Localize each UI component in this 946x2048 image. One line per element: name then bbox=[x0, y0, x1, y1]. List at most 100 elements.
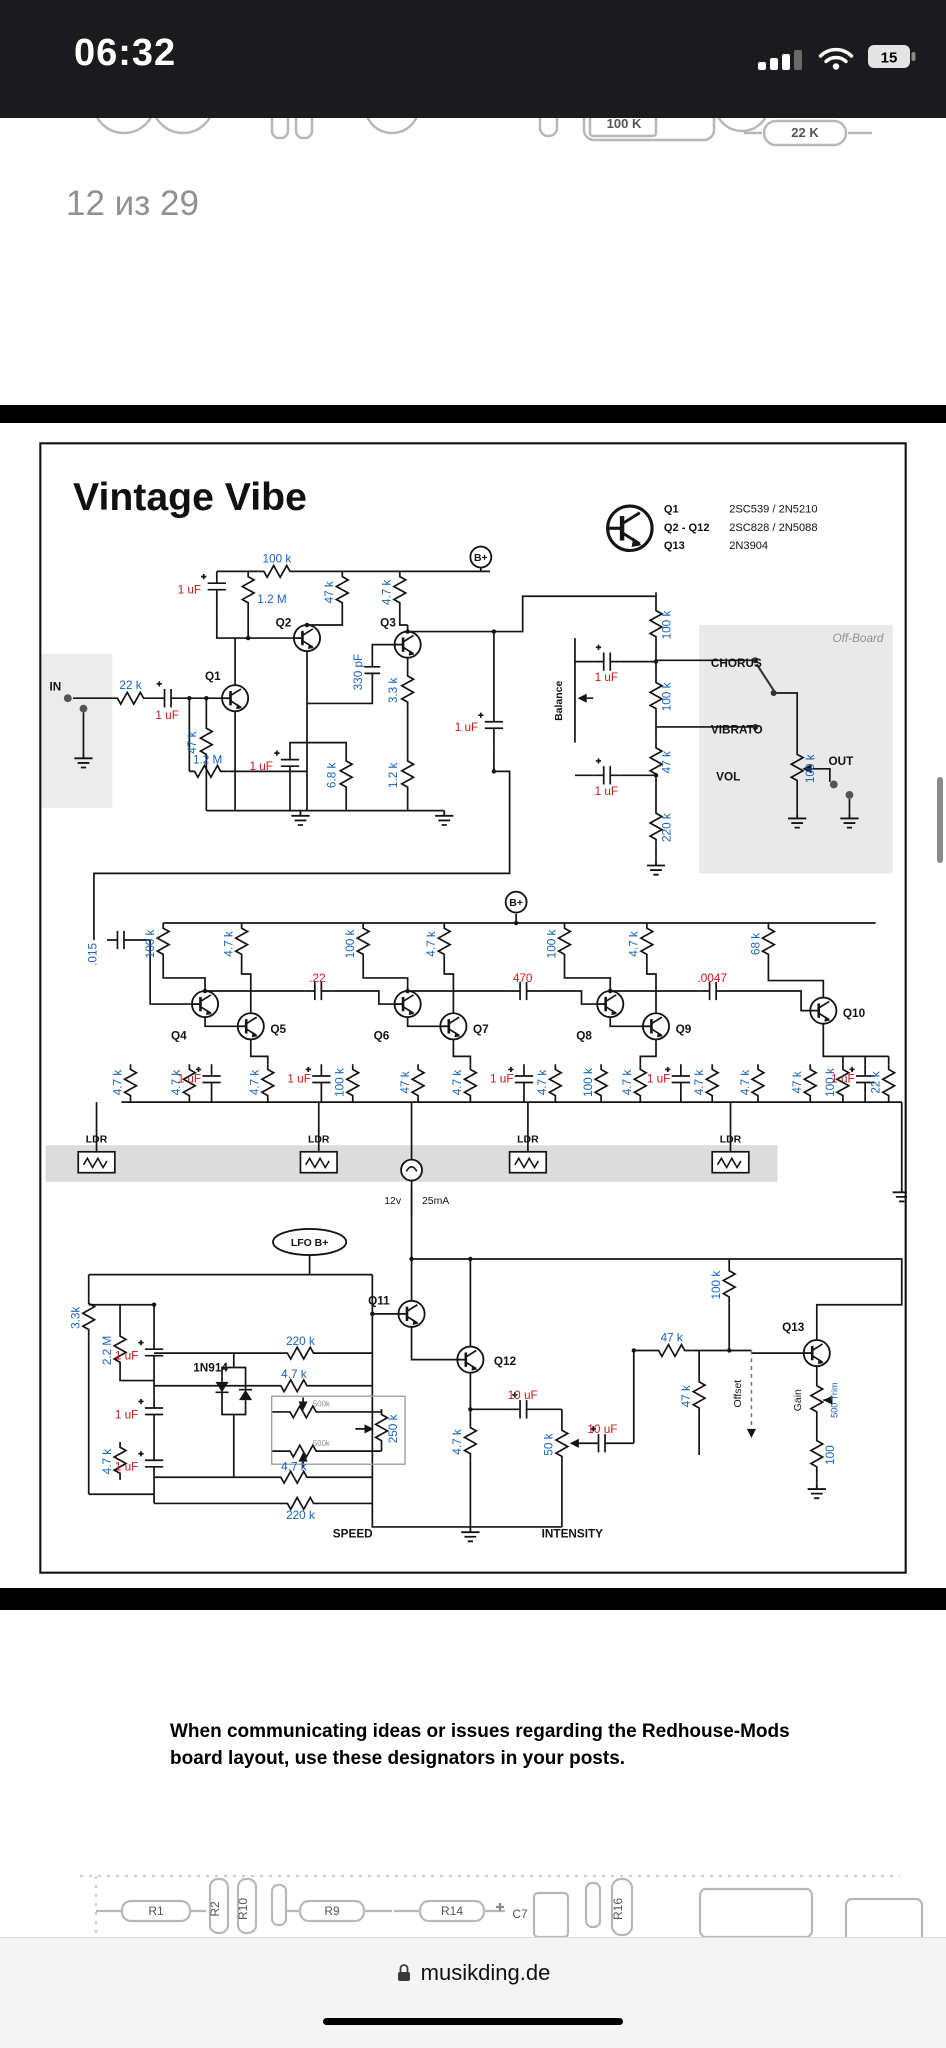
schematic-label: LDR bbox=[517, 1135, 539, 1146]
schematic-label: 330 pF bbox=[352, 654, 365, 691]
schematic-label: 22 k bbox=[119, 679, 141, 692]
pdf-page-next: When communicating ideas or issues regar… bbox=[0, 1610, 946, 1937]
home-indicator[interactable] bbox=[323, 2018, 623, 2025]
schematic-label: 4.7 k bbox=[536, 1070, 549, 1096]
schematic-label: 500k bbox=[313, 1439, 330, 1448]
schematic-label: 3.3 k bbox=[387, 678, 400, 704]
transistor-icon bbox=[608, 506, 652, 550]
address-bar[interactable]: musikding.de bbox=[0, 1960, 946, 1986]
b-plus-node bbox=[504, 890, 528, 914]
svg-text:2SC539 / 2N5210: 2SC539 / 2N5210 bbox=[729, 504, 817, 516]
schematic-label: VOL bbox=[716, 771, 740, 784]
schematic-label: 4.7 k bbox=[281, 1461, 307, 1474]
schematic-label: 1 uF bbox=[595, 785, 619, 798]
schematic-label: 4.7 k bbox=[425, 931, 438, 957]
schematic-label: LDR bbox=[308, 1135, 330, 1146]
schematic-label: 100 k bbox=[582, 1068, 595, 1097]
wifi-icon bbox=[818, 47, 854, 70]
schematic-label: Q8 bbox=[576, 1029, 592, 1042]
schematic-label: R14 bbox=[441, 1904, 463, 1918]
schematic-label: INTENSITY bbox=[542, 1527, 604, 1540]
cellular-signal-icon bbox=[758, 50, 802, 70]
schematic-label: 4.7 k bbox=[451, 1070, 464, 1096]
schematic-label: 1N914 bbox=[193, 1361, 228, 1374]
lock-icon bbox=[397, 1964, 410, 1981]
schematic-label: B+ bbox=[509, 898, 523, 909]
board-layout-outlines bbox=[80, 1874, 924, 1937]
schematic-label: Q7 bbox=[473, 1023, 489, 1036]
ldr-icon bbox=[77, 1150, 116, 1174]
note-line-2: board layout, use these designators in y… bbox=[170, 1748, 626, 1769]
switch-lever bbox=[755, 663, 775, 691]
schematic-label: 10 uF bbox=[508, 1389, 538, 1402]
schematic-label: 10 uF bbox=[587, 1423, 617, 1436]
schematic-label: R9 bbox=[324, 1904, 340, 1918]
schematic-label: Q10 bbox=[843, 1007, 866, 1020]
ldr-icon bbox=[299, 1150, 338, 1174]
browser-bottom-bar: musikding.de bbox=[0, 1937, 946, 2048]
page-indicator: 12 из 29 bbox=[66, 184, 199, 223]
schematic-label: 4.7 k bbox=[170, 1070, 183, 1096]
schematic-label: CHORUS bbox=[711, 657, 762, 670]
schematic-label: 500 Trim bbox=[830, 1382, 840, 1418]
schematic-label: R2 bbox=[208, 1901, 222, 1917]
b-plus-node bbox=[469, 545, 493, 569]
schematic-label: SPEED bbox=[333, 1527, 373, 1540]
schematic-label: Q1 bbox=[205, 670, 221, 683]
schematic-label: 100 k bbox=[660, 682, 673, 711]
schematic-label: 1.2 M bbox=[257, 593, 286, 606]
schematic-label: 1 uF bbox=[115, 1408, 139, 1421]
pdf-page-previous: 100 K 22 K 12 из 29 bbox=[0, 118, 946, 405]
schematic-label: Off-Board bbox=[833, 632, 884, 645]
speed-pot-box bbox=[271, 1395, 406, 1465]
schematic-label: R10 bbox=[236, 1898, 250, 1920]
schematic-label: 1 uF bbox=[287, 1073, 311, 1086]
schematic-label: 22 k bbox=[870, 1071, 883, 1093]
battery-percent: 15 bbox=[881, 50, 898, 67]
schematic-label: 100 k bbox=[804, 754, 817, 783]
battery-indicator: 15 bbox=[868, 45, 916, 68]
offboard-panel bbox=[699, 625, 893, 874]
schematic-label: OUT bbox=[829, 755, 855, 768]
status-bar: 06:32 15 bbox=[0, 0, 946, 118]
schematic-label: IN bbox=[49, 680, 61, 693]
schematic-label: R1 bbox=[148, 1904, 164, 1918]
board-note: When communicating ideas or issues regar… bbox=[170, 1718, 810, 1772]
schematic-label: 47 k bbox=[680, 1385, 693, 1407]
schematic-label: 47 k bbox=[399, 1071, 412, 1093]
schematic-label: 3.3k bbox=[70, 1307, 83, 1329]
schematic-label: Q13 bbox=[782, 1321, 805, 1334]
schematic-label: 220 k bbox=[660, 813, 673, 842]
schematic-label: 47 k bbox=[661, 1331, 683, 1344]
schematic-label: 12v bbox=[384, 1196, 402, 1207]
schematic-label: Q6 bbox=[374, 1029, 390, 1042]
component-layer bbox=[63, 545, 912, 1543]
ldr-icon bbox=[711, 1150, 750, 1174]
scrollbar-thumb[interactable] bbox=[937, 777, 943, 863]
pot-wiper-arrows bbox=[298, 693, 833, 1462]
schematic-label: .015 bbox=[87, 943, 100, 966]
schematic-svg: Vintage Vibe Q1 2SC539 / 2N5210 Q2 - Q12… bbox=[39, 442, 912, 1574]
wire-layer bbox=[73, 567, 903, 1528]
schematic-label: 68 k bbox=[749, 933, 762, 955]
schematic-label: Q3 bbox=[380, 616, 396, 629]
schematic-label: 4.7 k bbox=[451, 1429, 464, 1455]
schematic-label: Q2 bbox=[276, 616, 292, 629]
pdf-page-current: Vintage Vibe Q1 2SC539 / 2N5210 Q2 - Q12… bbox=[0, 423, 946, 1588]
schematic-label: 22 K bbox=[791, 125, 819, 140]
schematic-label: Balance bbox=[554, 681, 565, 721]
schematic-label: 1 uF bbox=[490, 1073, 514, 1086]
jack-and-switch bbox=[63, 657, 854, 799]
schematic-label: LFO B+ bbox=[291, 1238, 328, 1249]
schematic-border bbox=[39, 442, 907, 1574]
schematic-label: 2.2 M bbox=[101, 1336, 114, 1365]
schematic-label: 100 k bbox=[660, 611, 673, 640]
schematic-label: LDR bbox=[720, 1135, 742, 1146]
schematic-label: 4.7 k bbox=[249, 1070, 262, 1096]
schematic-label: .22 bbox=[309, 972, 325, 985]
schematic-label: Q9 bbox=[676, 1023, 692, 1036]
schematic-label: 470 bbox=[513, 972, 533, 985]
ldr-icon bbox=[508, 1150, 548, 1174]
lamp-icon bbox=[400, 1158, 423, 1182]
schematic-label: 100 K bbox=[607, 118, 642, 131]
